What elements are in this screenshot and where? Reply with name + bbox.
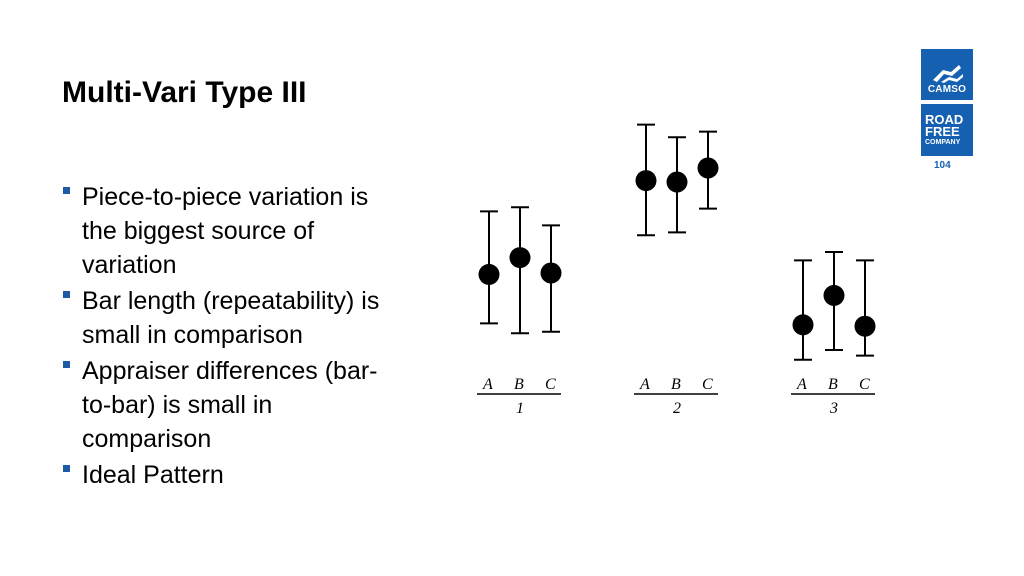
bullet-item: Appraiser differences (bar-to-bar) is sm… — [62, 354, 402, 456]
mean-point — [792, 314, 814, 336]
group-label: 1 — [516, 400, 524, 417]
bullet-item: Bar length (repeatability) is small in c… — [62, 284, 402, 352]
slide-title: Multi-Vari Type III — [62, 76, 307, 109]
logo-line: FREE — [925, 123, 960, 139]
appraiser-label: A — [482, 376, 493, 393]
bullet-text: Appraiser differences (bar-to-bar) is sm… — [82, 357, 378, 453]
mean-point — [666, 171, 688, 193]
group-label: 2 — [673, 400, 681, 417]
logo-line: COMPANY — [925, 138, 961, 146]
bullet-square-icon — [63, 187, 70, 194]
appraiser-label: A — [796, 376, 807, 393]
road-free-logo-block: ROAD FREE COMPANY — [921, 104, 973, 156]
appraiser-label: C — [702, 376, 713, 393]
bullet-list: Piece-to-piece variation is the biggest … — [62, 180, 402, 494]
bullet-square-icon — [63, 361, 70, 368]
bullet-square-icon — [63, 465, 70, 472]
logo-brand: CAMSO — [927, 84, 967, 95]
appraiser-label: B — [828, 376, 838, 393]
bullet-item: Piece-to-piece variation is the biggest … — [62, 180, 402, 282]
mean-point — [540, 262, 562, 284]
mean-point — [697, 157, 719, 179]
bullet-text: Bar length (repeatability) is small in c… — [82, 287, 380, 349]
company-logo: CAMSO ROAD FREE COMPANY — [921, 49, 973, 156]
group-label: 3 — [829, 400, 838, 417]
bullet-item: Ideal Pattern — [62, 458, 402, 492]
runner-icon — [933, 65, 963, 83]
appraiser-label: B — [671, 376, 681, 393]
appraiser-label: C — [545, 376, 556, 393]
mean-point — [478, 263, 500, 285]
appraiser-label: A — [639, 376, 650, 393]
mean-point — [823, 284, 845, 306]
bullet-square-icon — [63, 291, 70, 298]
appraiser-label: C — [859, 376, 870, 393]
bullet-text: Piece-to-piece variation is the biggest … — [82, 183, 369, 279]
logo-line: ROAD — [925, 111, 964, 127]
bullet-text: Ideal Pattern — [82, 461, 224, 489]
appraiser-label: B — [514, 376, 524, 393]
mean-point — [854, 315, 876, 337]
mean-point — [509, 247, 531, 269]
mean-point — [635, 170, 657, 192]
camso-logo-block: CAMSO — [921, 49, 973, 100]
page-number: 104 — [934, 160, 951, 171]
